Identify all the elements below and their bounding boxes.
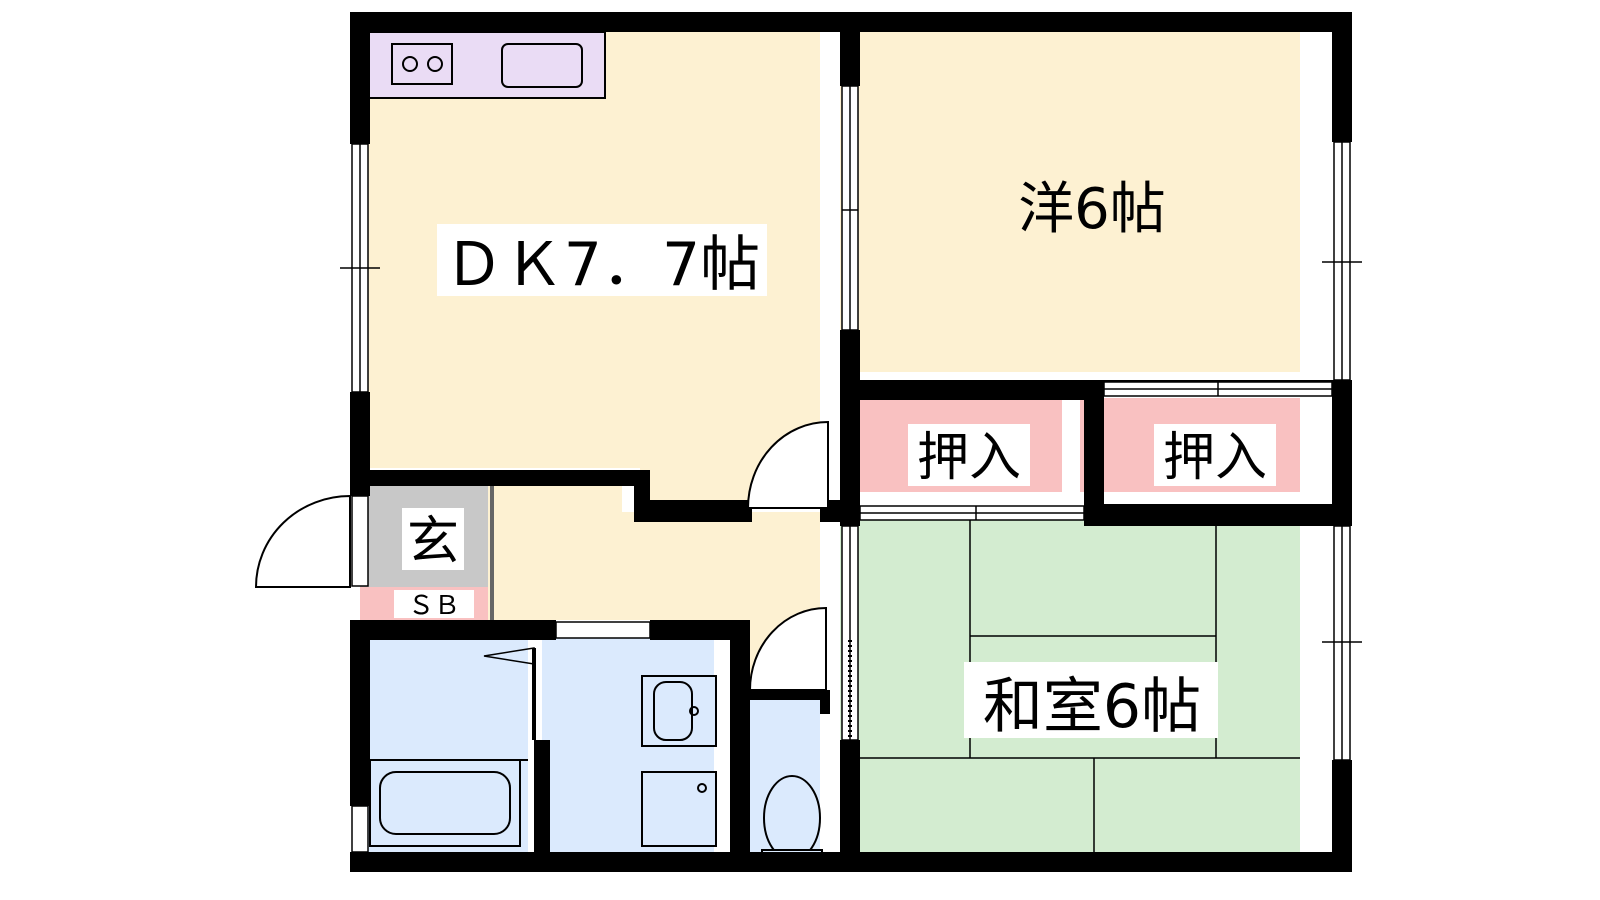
- closet-right-label: 押入: [1163, 428, 1267, 488]
- washing-machine-icon: [641, 771, 717, 847]
- bath-window-top: [555, 621, 651, 639]
- walls: [350, 12, 1352, 872]
- window-bath-left: [351, 805, 369, 853]
- toilet-icon: [761, 775, 823, 861]
- toilet-door-swing: [748, 606, 827, 691]
- sink-icon: [501, 43, 583, 88]
- western-room-label: 洋6帖: [1018, 177, 1166, 242]
- entrance-door-swing: [254, 494, 351, 588]
- dk-door-swing: [746, 420, 829, 509]
- door-swings: [254, 420, 829, 691]
- shoe-box-label: ＳＢ: [408, 591, 460, 621]
- bathtub: [369, 759, 521, 847]
- entrance-label: 玄: [407, 512, 459, 572]
- bathtub-inner: [379, 771, 511, 835]
- japanese-room-label: 和室6帖: [983, 672, 1201, 742]
- closet-left-label: 押入: [917, 428, 1021, 488]
- entrance-door-opening: [351, 495, 369, 587]
- dk-room-label: ＤＫ7．7帖: [444, 230, 760, 300]
- kitchen-counter: [359, 31, 606, 99]
- stove-icon: [391, 43, 453, 85]
